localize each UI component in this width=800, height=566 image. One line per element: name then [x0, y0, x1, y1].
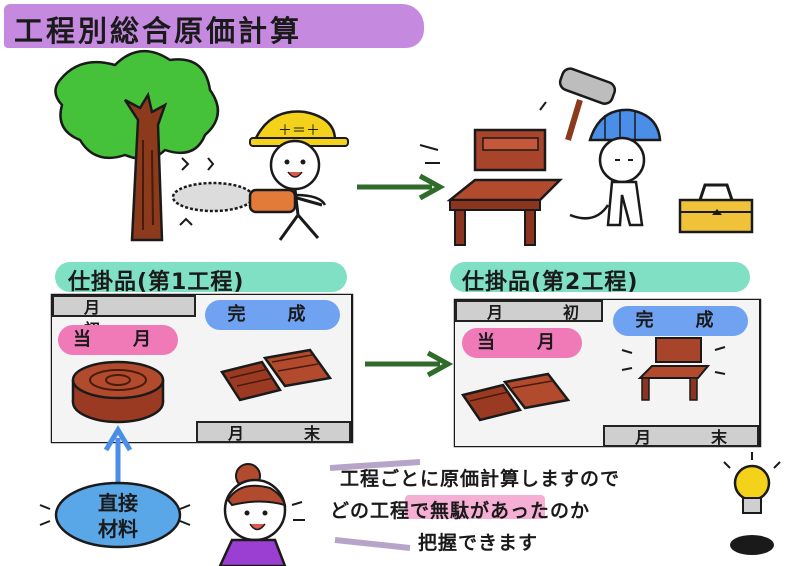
- lightbulb-icon: [723, 452, 781, 555]
- chair-icon: [419, 101, 564, 246]
- toolbox-icon: [678, 183, 754, 234]
- process2-ending-label: 月 末: [603, 425, 759, 447]
- process1-current-pill: 当 月: [58, 325, 178, 355]
- materials-circle: [39, 481, 191, 549]
- planks-icon: [220, 348, 333, 402]
- process2-completed-pill: 完 成: [613, 306, 748, 336]
- tree-icon: [54, 49, 219, 242]
- speech-line3: 把握できます: [418, 532, 539, 554]
- chainsaw-icon: [171, 157, 327, 226]
- chair-icon: [621, 337, 726, 401]
- worker-icon: ＋＝＋: [249, 110, 349, 241]
- process1-completed-pill: 完 成: [205, 300, 340, 330]
- process2-banner: [450, 262, 750, 292]
- planks-icon: [460, 372, 571, 422]
- hammer-icon: [558, 67, 617, 141]
- title-banner: [4, 4, 424, 48]
- process1-ending-label: 月 末: [196, 421, 351, 443]
- materials-label-line2: 材料: [98, 517, 138, 541]
- process2-current-pill: 当 月: [462, 328, 582, 358]
- arrow-materials-up: [103, 425, 133, 482]
- speech-line2: どの工程で無駄があったのか: [330, 500, 591, 522]
- process2-beginning-label: 月 初: [455, 300, 603, 322]
- arrow-process-middle: [365, 350, 454, 378]
- woman-icon: [218, 463, 305, 566]
- page-title: 工程別総合原価計算: [14, 14, 303, 48]
- process1-banner-label: 仕掛品(第1工程): [68, 270, 245, 295]
- svg-text:＋＝＋: ＋＝＋: [278, 123, 320, 139]
- worker-icon: [569, 108, 662, 227]
- materials-label-line1: 直接: [98, 491, 138, 515]
- process2-banner-label: 仕掛品(第2工程): [462, 270, 639, 295]
- log-icon: [71, 360, 165, 424]
- process1-beginning-label: 月 初: [52, 295, 196, 339]
- materials-label: 直接 材料: [88, 490, 148, 542]
- process1-banner: [55, 262, 347, 292]
- speech-line1: 工程ごとに原価計算しますので: [340, 468, 621, 490]
- highlight-mark: [405, 495, 545, 519]
- arrow-process-top: [357, 173, 446, 201]
